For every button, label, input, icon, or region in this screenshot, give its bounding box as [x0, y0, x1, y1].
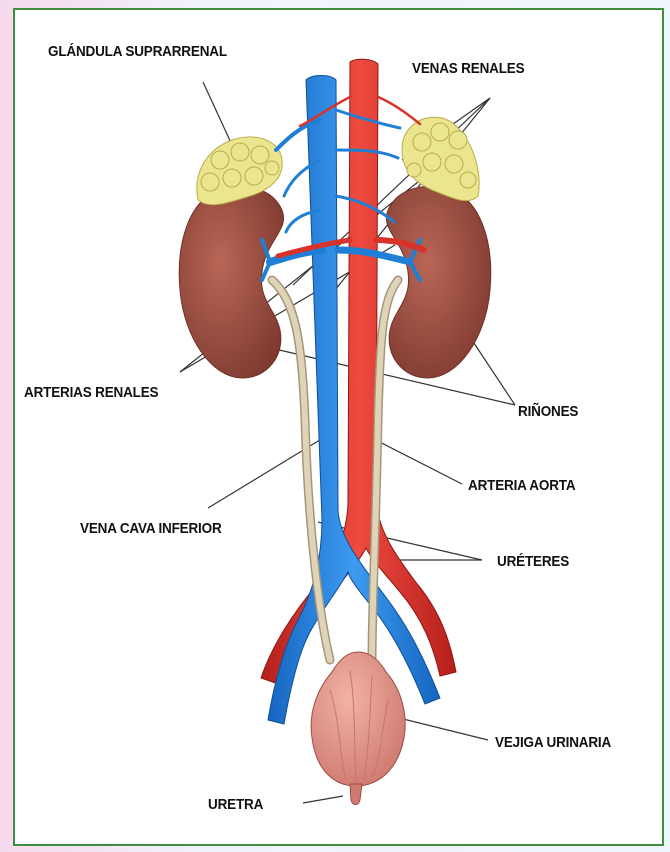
- label-bladder: VEJIGA URINARIA: [495, 734, 611, 751]
- right-kidney: [386, 187, 490, 378]
- left-kidney: [179, 187, 283, 378]
- right-adrenal-gland: [402, 117, 479, 200]
- urethra: [350, 784, 362, 805]
- urinary-bladder: [311, 652, 405, 786]
- label-aorta: ARTERIA AORTA: [468, 477, 575, 494]
- label-ureters: URÉTERES: [497, 553, 569, 570]
- label-adrenal-gland: GLÁNDULA SUPRARRENAL: [48, 43, 227, 60]
- label-renal-veins: VENAS RENALES: [412, 60, 524, 77]
- label-renal-arteries: ARTERIAS RENALES: [24, 384, 158, 401]
- label-urethra: URETRA: [208, 796, 263, 813]
- label-inferior-vena-cava: VENA CAVA INFERIOR: [80, 520, 222, 537]
- label-kidneys: RIÑONES: [518, 403, 578, 420]
